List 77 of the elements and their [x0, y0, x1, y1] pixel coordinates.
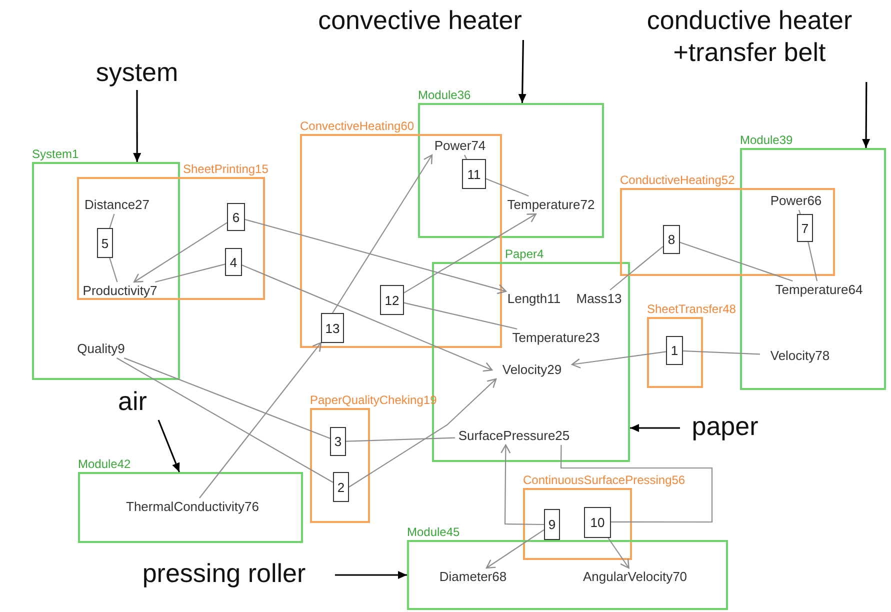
connector-arrow	[500, 444, 544, 526]
annotation-label: conductive heater +transfer belt	[612, 4, 887, 82]
connector-arrow	[332, 154, 433, 314]
parameter-label: Power74	[425, 137, 495, 155]
relation-number-box: 4	[225, 248, 242, 276]
connector-line	[808, 242, 818, 282]
relation-number-box: 12	[380, 285, 404, 315]
connector-arrow	[486, 529, 544, 569]
connector-arrow	[404, 213, 536, 294]
parameter-label: AngularVelocity70	[565, 568, 705, 586]
pointer-arrow	[335, 571, 407, 579]
connector-arrow	[244, 218, 507, 294]
relation-number-box: 10	[584, 507, 611, 538]
relation-number-box: 13	[321, 313, 344, 343]
parameter-label: Velocity78	[760, 347, 840, 365]
parameter-label: SurfacePressure25	[455, 427, 573, 445]
relation-number-box: 7	[797, 214, 813, 242]
module-label: System1	[32, 147, 79, 162]
module-label: Module45	[407, 525, 460, 540]
parameter-label: Velocity29	[492, 361, 572, 379]
connector-arrow	[199, 342, 322, 498]
function-label: SheetTransfer48	[647, 302, 736, 317]
function-label: SheetPrinting15	[183, 162, 268, 177]
connector-arrow	[134, 222, 228, 283]
connector-line	[346, 437, 456, 442]
connector-arrow	[608, 538, 630, 569]
connector-line	[109, 258, 118, 282]
connector-line	[560, 445, 713, 523]
pointer-arrow	[862, 82, 870, 148]
parameter-label: Temperature64	[758, 281, 880, 299]
parameter-label: Diameter68	[428, 568, 518, 586]
connector-line	[682, 350, 760, 355]
module-label: Paper4	[505, 247, 544, 262]
relation-number-box: 11	[462, 159, 486, 189]
parameter-label: Quality9	[66, 340, 136, 358]
connector-arrow	[348, 378, 497, 488]
relation-number-box: 8	[663, 225, 680, 254]
parameter-label: Power66	[760, 192, 832, 210]
relation-number-box: 1	[666, 336, 683, 365]
connector-line	[798, 210, 801, 214]
connector-line	[680, 242, 793, 282]
connector-arrow	[242, 264, 493, 372]
parameter-label: Length11	[506, 290, 562, 308]
connector-line	[486, 178, 529, 197]
module-label: Module39	[740, 133, 793, 148]
relation-number-box: 6	[227, 203, 245, 231]
relation-number-box: 5	[97, 228, 113, 258]
module-label: Module36	[418, 88, 471, 103]
pointer-arrow	[158, 420, 180, 472]
connector-line	[610, 246, 664, 290]
annotation-label: system	[92, 56, 182, 90]
function-label: ConvectiveHeating60	[300, 119, 414, 134]
parameter-label: Distance27	[82, 196, 152, 214]
annotation-label: convective heater	[300, 4, 540, 40]
connector-arrow	[571, 351, 666, 368]
connector-line	[109, 214, 115, 228]
connector-line	[124, 357, 330, 439]
function-label: ContinuousSurfacePressing56	[523, 473, 686, 488]
pointer-arrow	[518, 40, 526, 104]
pointer-arrow	[133, 90, 142, 162]
relation-number-box: 9	[544, 509, 560, 540]
connector-line	[404, 302, 518, 330]
module-label: Module42	[78, 457, 131, 472]
parameter-label: Productivity7	[80, 282, 160, 300]
pointer-arrow	[630, 424, 680, 432]
parameter-label: ThermalConductivity76	[100, 498, 285, 516]
annotation-label: air	[100, 385, 165, 420]
function-label: ConductiveHeating52	[620, 173, 735, 188]
connector-line	[116, 358, 334, 483]
relation-number-box: 3	[330, 427, 346, 456]
annotation-label: pressing roller	[113, 557, 335, 593]
connector-line	[155, 264, 226, 283]
relation-number-box: 2	[333, 472, 349, 502]
parameter-label: Temperature72	[506, 196, 596, 214]
parameter-label: Temperature23	[510, 329, 602, 347]
annotation-label: paper	[680, 410, 770, 446]
parameter-label: Mass13	[574, 290, 624, 308]
